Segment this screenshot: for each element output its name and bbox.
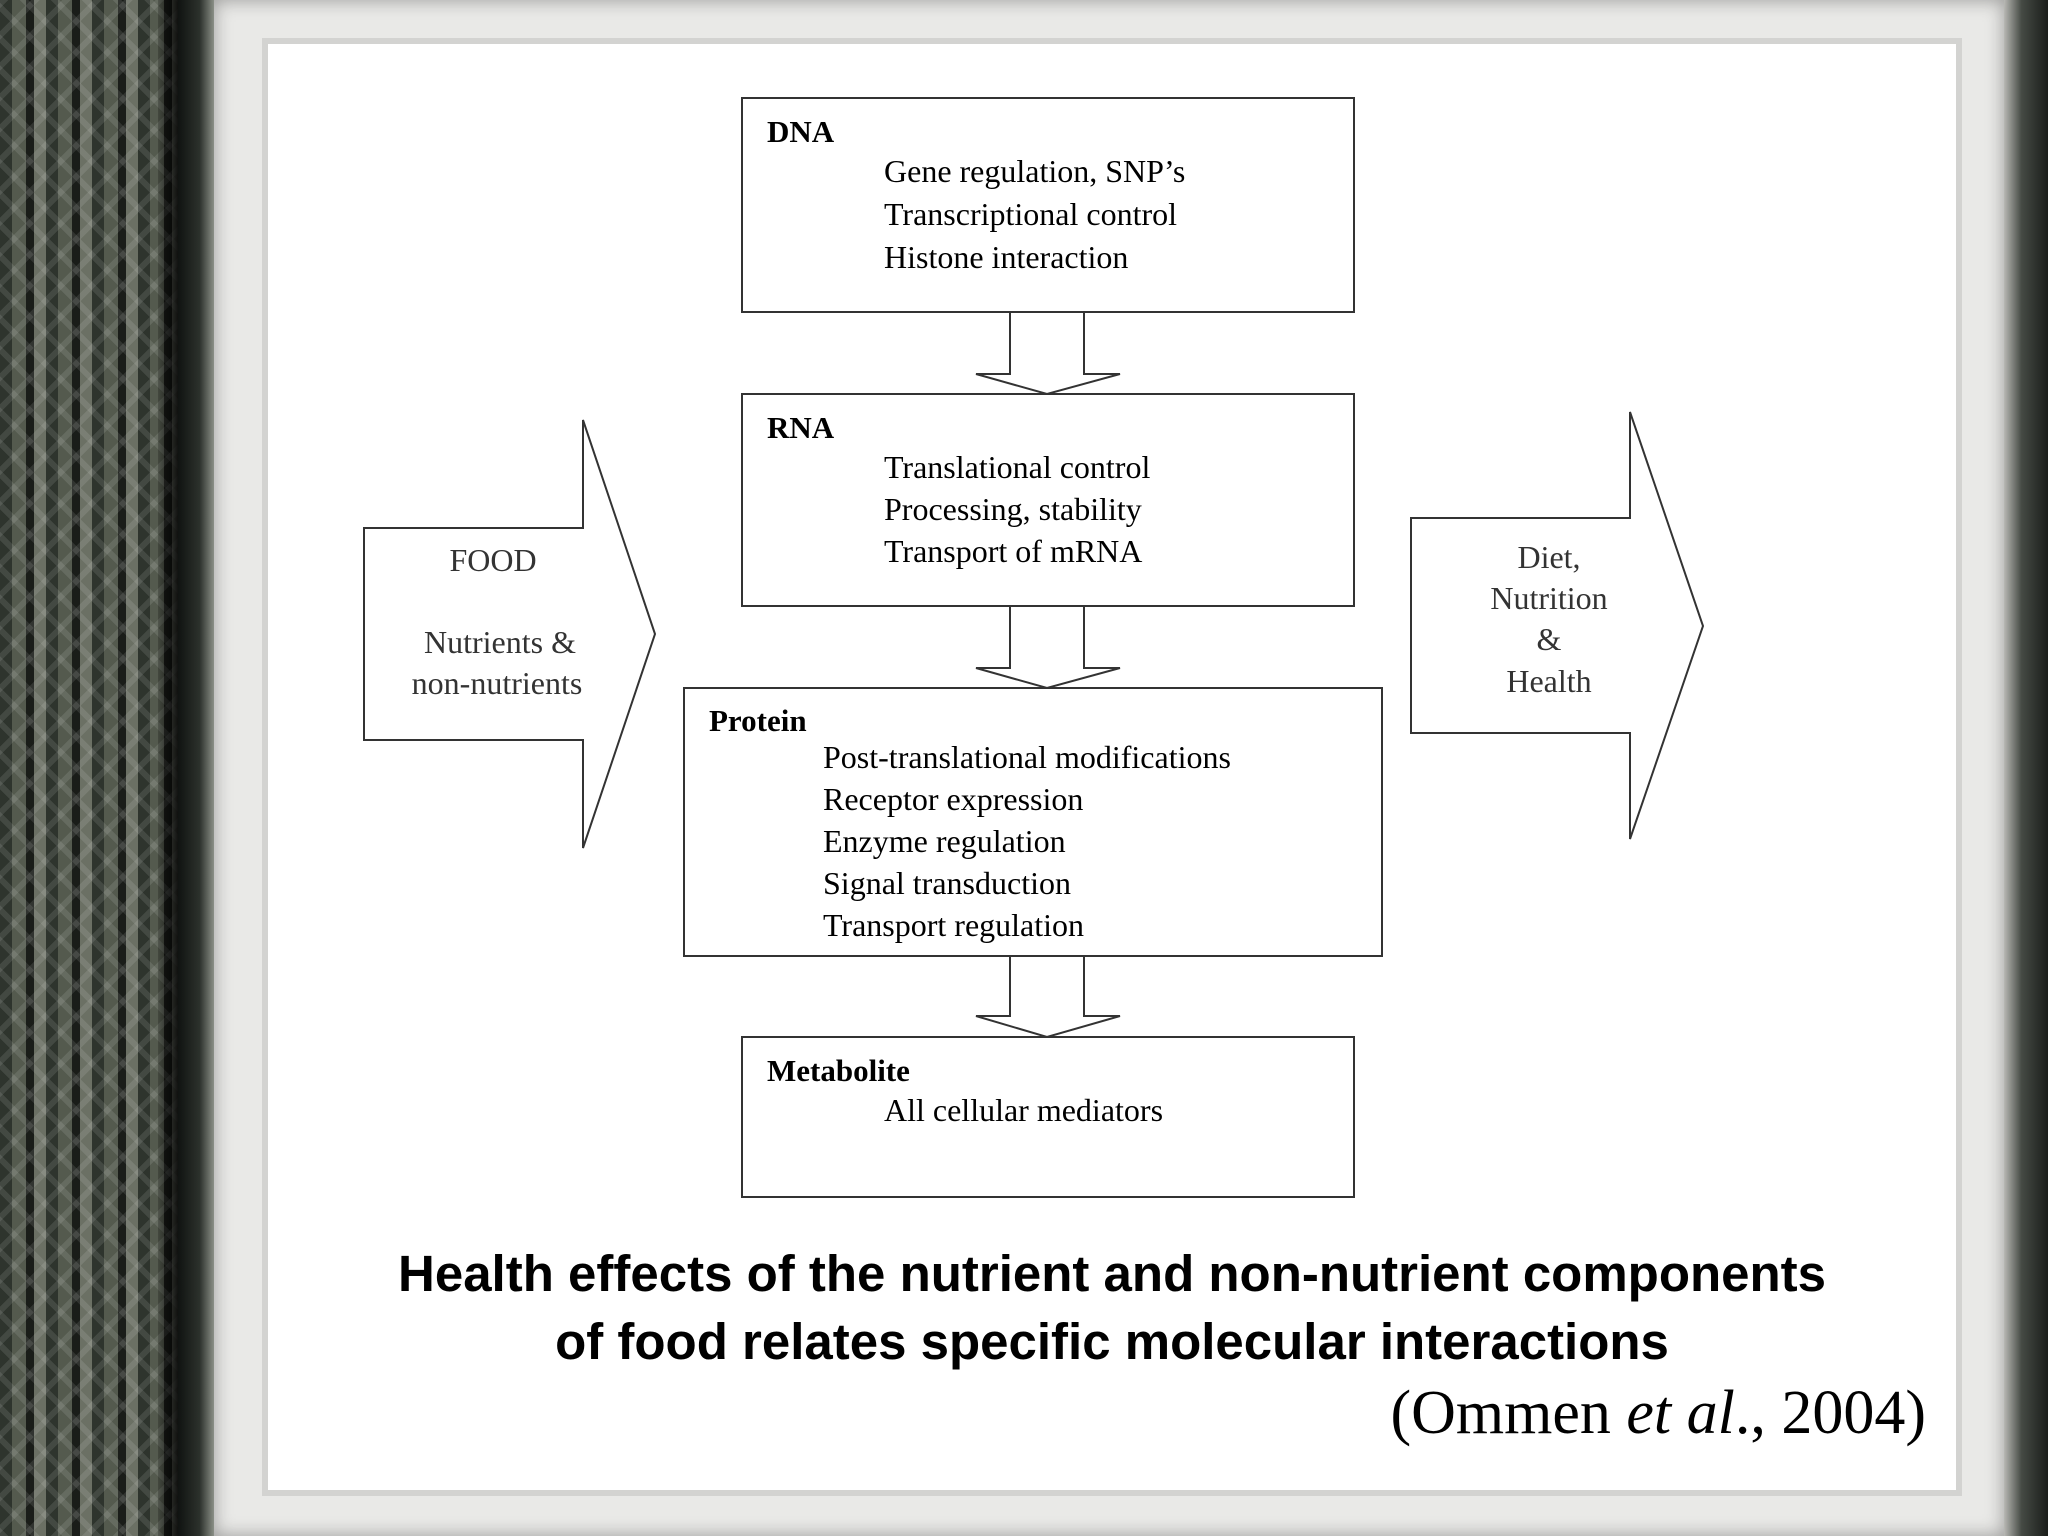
- slide-shadow: [2004, 0, 2048, 1536]
- protein-line: Transport regulation: [823, 907, 1084, 943]
- health-label: &: [1537, 621, 1562, 657]
- citation: (Ommen et al., 2004): [1390, 1378, 1926, 1449]
- metabolite-title: Metabolite: [767, 1053, 910, 1088]
- rna-line: Processing, stability: [884, 491, 1142, 527]
- food-label: FOOD: [449, 542, 536, 578]
- health-label: Nutrition: [1490, 580, 1607, 616]
- down-arrow-rna-protein: [975, 605, 1121, 690]
- metabolite-line: All cellular mediators: [884, 1092, 1163, 1128]
- protein-line: Enzyme regulation: [823, 823, 1066, 859]
- health-output-arrow: [1410, 411, 1705, 840]
- down-arrow-protein-metabolite: [975, 955, 1121, 1039]
- rna-line: Translational control: [884, 449, 1150, 485]
- caption-line: Health effects of the nutrient and non-n…: [398, 1245, 1826, 1302]
- dna-line: Transcriptional control: [884, 196, 1177, 232]
- slide-caption: Health effects of the nutrient and non-n…: [262, 1240, 1962, 1376]
- rna-title: RNA: [767, 410, 835, 445]
- citation-close: ., 2004): [1734, 1379, 1926, 1447]
- border-gutter: [178, 0, 214, 1536]
- protein-line: Signal transduction: [823, 865, 1071, 901]
- caption-line: of food relates specific molecular inter…: [555, 1313, 1669, 1370]
- down-arrow-dna-rna: [975, 311, 1121, 396]
- dna-line: Gene regulation, SNP’s: [884, 153, 1185, 189]
- dna-line: Histone interaction: [884, 239, 1128, 275]
- food-input-arrow: [363, 419, 657, 849]
- protein-title: Protein: [709, 703, 807, 738]
- protein-box: [683, 687, 1383, 957]
- dna-title: DNA: [767, 114, 835, 149]
- protein-line: Post-translational modifications: [823, 739, 1231, 775]
- citation-open: (Ommen: [1390, 1379, 1627, 1447]
- food-label: non-nutrients: [412, 665, 583, 701]
- health-label: Diet,: [1517, 539, 1580, 575]
- decorative-border: [0, 0, 178, 1536]
- protein-line: Receptor expression: [823, 781, 1083, 817]
- rna-line: Transport of mRNA: [884, 533, 1142, 569]
- food-label: Nutrients &: [424, 624, 576, 660]
- dna-box: [741, 97, 1355, 313]
- rna-box: [741, 393, 1355, 607]
- citation-italic: et al: [1626, 1379, 1735, 1447]
- health-label: Health: [1506, 663, 1591, 699]
